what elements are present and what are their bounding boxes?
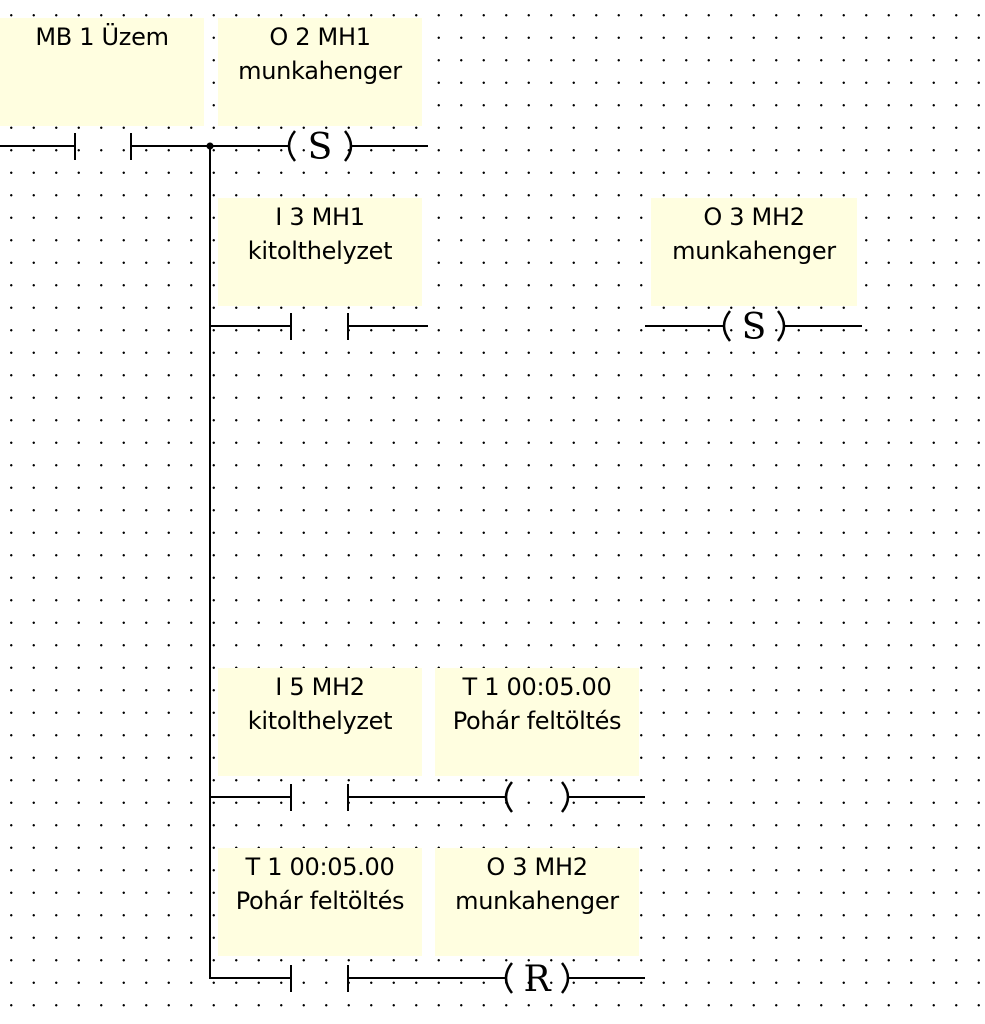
label-text: kitolthelyzet	[247, 707, 393, 735]
label-text: Pohár feltöltés	[235, 887, 405, 915]
coil-bracket-right	[776, 310, 786, 342]
label-text: T 1 00:05.00	[462, 673, 612, 701]
label-i5-mh2: I 5 MH2 kitolthelyzet	[218, 668, 422, 776]
label-text: munkahenger	[455, 887, 619, 915]
label-t1-contact: T 1 00:05.00 Pohár feltöltés	[218, 848, 422, 956]
coil-bracket-right	[343, 130, 353, 162]
junction-dot	[206, 142, 214, 150]
coil-bracket-left	[504, 962, 514, 994]
label-mb1-uzem: MB 1 Üzem	[0, 18, 204, 126]
label-t1-coil: T 1 00:05.00 Pohár feltöltés	[435, 668, 639, 776]
label-text: I 5 MH2	[275, 673, 365, 701]
coil-symbol: S	[308, 127, 333, 168]
label-text: T 1 00:05.00	[245, 853, 395, 881]
coil-symbol: R	[523, 959, 551, 1000]
coil-symbol: S	[742, 307, 767, 348]
label-text: munkahenger	[238, 57, 402, 85]
label-i3-mh1: I 3 MH1 kitolthelyzet	[218, 198, 422, 306]
coil-bracket-right	[560, 962, 570, 994]
label-text: munkahenger	[672, 237, 836, 265]
coil-bracket-left	[722, 310, 732, 342]
coil-bracket-left	[287, 130, 297, 162]
label-text: O 2 MH1	[269, 23, 371, 51]
label-text: O 3 MH2	[703, 203, 805, 231]
label-o3-mh2-reset: O 3 MH2 munkahenger	[435, 848, 639, 956]
label-text: kitolthelyzet	[247, 237, 393, 265]
label-text: O 3 MH2	[486, 853, 588, 881]
label-text: I 3 MH1	[275, 203, 365, 231]
coil-bracket-right	[560, 781, 570, 813]
label-o2-mh1: O 2 MH1 munkahenger	[218, 18, 422, 126]
label-text: Pohár feltöltés	[452, 707, 622, 735]
label-text: MB 1 Üzem	[35, 23, 169, 51]
label-o3-mh2-set: O 3 MH2 munkahenger	[651, 198, 857, 306]
coil-bracket-left	[504, 781, 514, 813]
